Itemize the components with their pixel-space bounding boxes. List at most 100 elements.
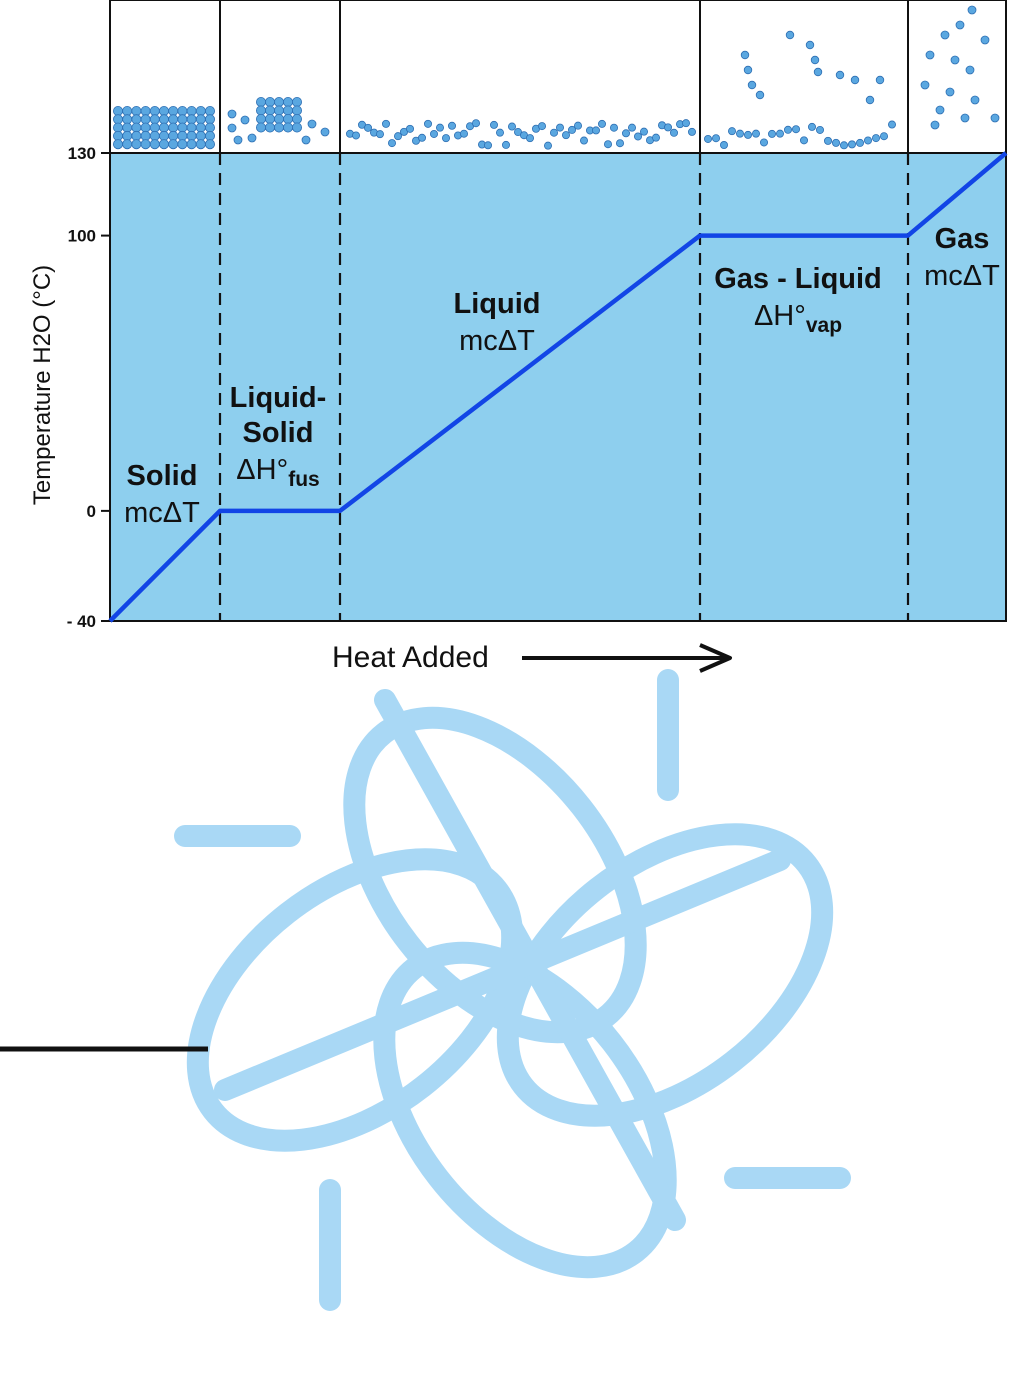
molecule (816, 125, 825, 134)
molecule (113, 114, 124, 125)
molecule (149, 106, 160, 117)
molecule (712, 134, 721, 143)
molecule (835, 70, 845, 80)
molecule (755, 90, 765, 100)
phase-name: Liquid- (230, 382, 327, 414)
phase-dividers (218, 0, 910, 621)
molecule (393, 132, 402, 141)
phase-equation: mcΔT (124, 497, 200, 529)
molecule (140, 122, 151, 133)
molecule (634, 132, 643, 141)
molecule (980, 35, 990, 45)
molecule (580, 136, 589, 145)
molecule (935, 105, 945, 115)
molecule (158, 139, 169, 150)
molecule (113, 106, 124, 117)
molecule (140, 106, 151, 117)
molecule (113, 139, 124, 150)
molecule (435, 123, 444, 132)
molecule (840, 141, 849, 150)
molecule (195, 130, 206, 141)
molecule (848, 140, 857, 149)
molecule (140, 139, 151, 150)
molecule (204, 130, 215, 141)
molecule (291, 105, 302, 116)
molecule (405, 124, 414, 133)
molecule (273, 105, 284, 116)
molecule (291, 122, 302, 133)
molecule (495, 128, 504, 137)
molecule (227, 123, 237, 133)
molecule (760, 138, 769, 147)
molecule (264, 105, 275, 116)
molecule (429, 129, 438, 138)
molecule (149, 139, 160, 150)
molecule (875, 75, 885, 85)
molecule (140, 114, 151, 125)
molecule (785, 30, 795, 40)
molecule (168, 106, 179, 117)
molecule (955, 20, 965, 30)
molecule (768, 129, 777, 138)
molecule (720, 141, 729, 150)
molecule (168, 130, 179, 141)
molecule (990, 113, 1000, 123)
molecule (227, 109, 237, 119)
molecule (616, 139, 625, 148)
molecule (682, 119, 691, 128)
molecule (747, 80, 757, 90)
molecule (282, 114, 293, 125)
molecule (264, 114, 275, 125)
molecule (930, 120, 940, 130)
molecule (752, 129, 761, 138)
molecule (122, 130, 133, 141)
molecule (704, 134, 713, 143)
molecule (960, 113, 970, 123)
molecule (865, 95, 875, 105)
molecule (113, 130, 124, 141)
molecule (805, 40, 815, 50)
molecule (813, 67, 823, 77)
molecule (736, 129, 745, 138)
molecule (808, 122, 817, 131)
molecule (744, 130, 753, 139)
molecule (158, 122, 169, 133)
molecule (177, 139, 188, 150)
molecule (320, 127, 330, 137)
molecule (544, 141, 553, 150)
molecule (640, 127, 649, 136)
molecule (652, 133, 661, 142)
molecule (186, 114, 197, 125)
molecule (177, 114, 188, 125)
molecule (888, 120, 897, 129)
molecule (550, 128, 559, 137)
molecule (784, 125, 793, 134)
molecule (622, 129, 631, 138)
molecule (122, 114, 133, 125)
molecule (186, 139, 197, 150)
molecule (856, 138, 865, 147)
y-axis-label: Temperature H2O (°C) (29, 265, 56, 505)
molecule (158, 106, 169, 117)
molecule (526, 134, 535, 143)
molecule (562, 131, 571, 140)
x-axis-label: Heat Added (332, 641, 489, 674)
molecule (598, 119, 607, 128)
molecule (945, 87, 955, 97)
phase-equation: mcΔT (924, 260, 1000, 292)
molecule (113, 122, 124, 133)
phase-name: Liquid (454, 288, 541, 320)
molecule (158, 114, 169, 125)
molecule (375, 130, 384, 139)
molecule (950, 55, 960, 65)
molecule (538, 122, 547, 131)
molecule (864, 136, 873, 145)
molecule (233, 135, 243, 145)
molecule (489, 120, 498, 129)
heating-curve-line (108, 151, 1008, 623)
molecule (282, 122, 293, 133)
molecule (204, 114, 215, 125)
y-tick-label: - 40 (67, 612, 96, 631)
